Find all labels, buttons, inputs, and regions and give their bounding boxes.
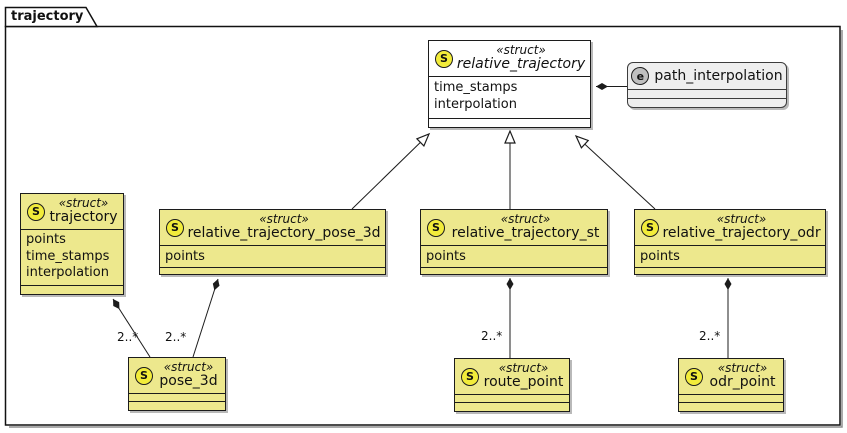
multiplicity-label: 2..* [165,330,187,344]
methods-compartment [129,401,225,410]
class-title: S «struct» relative_trajectory_odr [635,210,825,245]
class-name: relative_trajectory_st [451,225,600,242]
class-name: trajectory [49,209,118,226]
fields-compartment [679,394,783,402]
multiplicity-label: 2..* [117,330,139,344]
stereotype-label: «struct» [496,43,546,57]
struct-badge-icon: S [27,202,45,221]
enum-name: path_interpolation [654,68,783,84]
methods-compartment [679,402,783,411]
field: time_stamps [434,80,518,96]
class-name: pose_3d [159,373,218,390]
class-box-odr-point: S «struct» odr_point [678,358,784,412]
class-title: S «struct» trajectory [21,194,123,229]
struct-badge-icon: S [135,366,153,385]
field: points [640,249,680,265]
field: interpolation [26,265,109,281]
class-title: S «struct» odr_point [679,359,783,394]
methods-compartment [21,285,123,294]
multiplicity-label: 2..* [481,329,503,343]
class-box-trajectory: S «struct» trajectory points time_stamps… [20,193,124,295]
class-name: relative_trajectory_pose_3d [187,225,381,242]
class-name: odr_point [709,374,776,391]
enum-title: e path_interpolation [628,63,786,89]
class-box-relative-trajectory-pose-3d: S «struct» relative_trajectory_pose_3d p… [159,209,386,275]
methods-compartment [429,118,590,127]
fields-compartment: points [635,245,825,267]
stereotype-label: «struct» [716,212,767,226]
fields-compartment [129,393,225,401]
fields-compartment: points [421,245,607,267]
class-name: relative_trajectory_odr [662,225,821,242]
stereotype-label: «struct» [163,360,214,374]
field: points [165,249,205,265]
class-title: S «struct» relative_trajectory [429,41,590,76]
field: interpolation [434,97,517,113]
struct-badge-icon: S [435,49,453,68]
class-name: route_point [483,374,564,391]
stereotype-label: «struct» [259,212,309,226]
struct-badge-icon: S [427,218,445,237]
class-name: relative_trajectory [456,56,586,73]
stereotype-label: «struct» [498,361,549,375]
enum-badge-icon: e [631,67,650,85]
stereotype-label: «struct» [717,361,768,375]
field: points [426,249,466,265]
class-box-relative-trajectory-st: S «struct» relative_trajectory_st points [420,209,608,275]
fields-compartment [628,89,786,98]
methods-compartment [628,98,786,107]
field: time_stamps [26,248,110,264]
class-title: S «struct» pose_3d [129,358,225,393]
field: points [26,232,66,248]
struct-badge-icon: S [641,218,659,237]
struct-badge-icon: S [461,367,479,386]
fields-compartment: points time_stamps interpolation [21,229,123,285]
class-box-relative-trajectory-odr: S «struct» relative_trajectory_odr point… [634,209,826,275]
methods-compartment [455,402,569,411]
class-box-relative-trajectory: S «struct» relative_trajectory time_stam… [428,40,591,128]
struct-badge-icon: S [166,218,184,237]
class-box-pose-3d: S «struct» pose_3d [128,357,226,411]
fields-compartment: time_stamps interpolation [429,76,590,118]
fields-compartment: points [160,245,385,267]
enum-box-path-interpolation: e path_interpolation [627,62,787,108]
methods-compartment [635,267,825,274]
methods-compartment [421,267,607,274]
stereotype-label: «struct» [500,212,551,226]
class-title: S «struct» relative_trajectory_pose_3d [160,210,385,245]
class-title: S «struct» relative_trajectory_st [421,210,607,245]
class-box-route-point: S «struct» route_point [454,358,570,412]
struct-badge-icon: S [685,367,703,386]
methods-compartment [160,267,385,274]
class-title: S «struct» route_point [455,359,569,394]
multiplicity-label: 2..* [699,329,721,343]
package-tab: trajectory [11,9,84,24]
stereotype-label: «struct» [58,196,109,210]
fields-compartment [455,394,569,402]
